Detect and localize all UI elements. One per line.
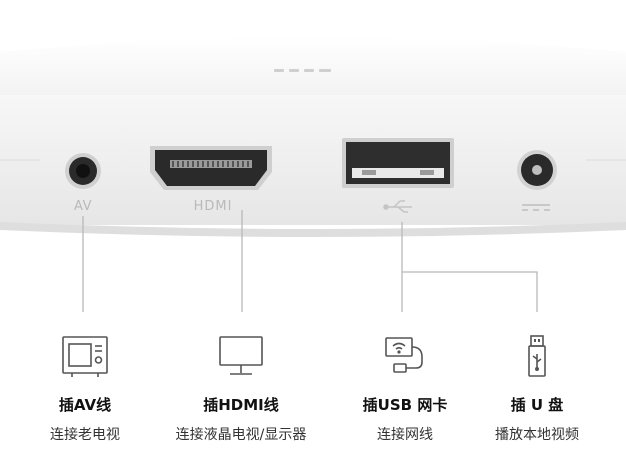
hdmi-port — [150, 146, 272, 190]
device-logo-mark — [274, 69, 331, 72]
feature-subtitle-hdmi: 连接液晶电视/显示器 — [175, 427, 307, 443]
monitor-icon — [216, 332, 266, 380]
feature-title-hdmi: 插HDMI线 — [203, 396, 279, 414]
power-port — [517, 150, 557, 190]
device-bottom-edge — [0, 222, 626, 237]
device-top-shell — [0, 37, 626, 100]
av-port — [65, 153, 101, 189]
feature-subtitle-av: 连接老电视 — [50, 427, 120, 443]
feature-subtitle-usb-network: 连接网线 — [377, 427, 433, 443]
usb-port — [342, 138, 454, 188]
usb-flash-drive-icon — [512, 332, 562, 380]
feature-title-usb-drive: 插 U 盘 — [510, 396, 564, 414]
feature-title-av: 插AV线 — [58, 396, 112, 414]
feature-title-usb-network: 插USB 网卡 — [362, 396, 448, 414]
tv-icon — [60, 332, 110, 380]
leader-lines — [82, 210, 538, 312]
av-port-label: AV — [74, 199, 92, 214]
usb-network-adapter-icon — [382, 332, 432, 380]
hdmi-port-label: HDMI — [193, 199, 233, 214]
feature-subtitle-usb-drive: 播放本地视频 — [495, 427, 579, 443]
dc-power-symbol-icon — [522, 204, 550, 211]
usb-symbol-icon — [383, 200, 412, 213]
